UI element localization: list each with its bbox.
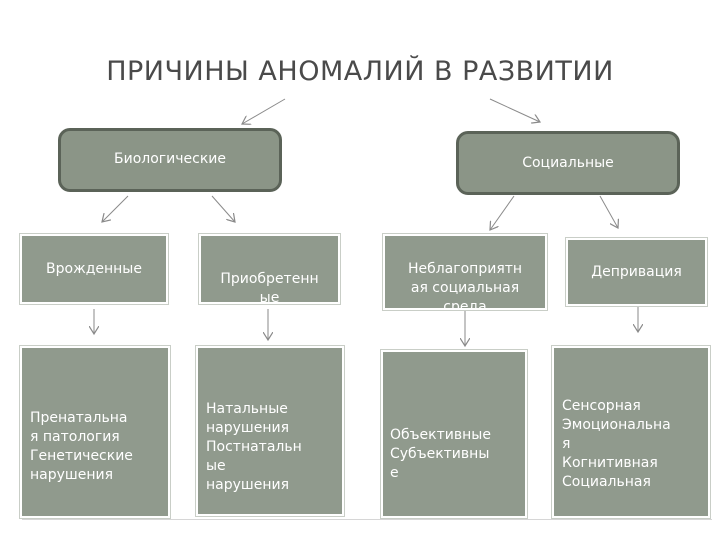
details-congenital: Пренатальна я патология Генетические нар… — [19, 345, 171, 519]
type-acquired: Приобретенн ые — [198, 233, 341, 306]
details-acquired: Натальные нарушения Постнатальн ые наруш… — [195, 345, 345, 517]
type-congenital: Врожденные — [19, 233, 169, 305]
details-congenital-text: Пренатальна я патология Генетические нар… — [30, 410, 133, 483]
arrow-biological-to-congenital — [102, 195, 129, 222]
details-deprivation-text: Сенсорная Эмоциональна я Когнитивная Соц… — [562, 398, 671, 490]
arrow-social-to-deprivation — [599, 195, 618, 228]
type-congenital-label: Врожденные — [46, 260, 142, 277]
category-social-label: Социальные — [522, 155, 614, 171]
details-acquired-text: Натальные нарушения Постнатальн ые наруш… — [206, 401, 302, 493]
bottom-divider — [22, 519, 712, 520]
arrow-title-to-biological — [242, 98, 286, 124]
arrow-biological-to-acquired — [211, 195, 235, 222]
category-social: Социальные — [456, 131, 680, 195]
category-biological: Биологические — [58, 128, 282, 192]
type-deprivation: Депривация — [565, 237, 708, 307]
page-title: ПРИЧИНЫ АНОМАЛИЙ В РАЗВИТИИ — [106, 56, 614, 87]
type-acquired-label: Приобретенн ые — [220, 271, 319, 306]
arrow-social-to-unfavorable — [490, 195, 515, 230]
details-unfavorable-text: Объективные Субъективны е — [390, 427, 491, 481]
category-biological-label: Биологические — [114, 151, 226, 167]
arrow-title-to-social — [489, 98, 540, 122]
details-deprivation: Сенсорная Эмоциональна я Когнитивная Соц… — [551, 345, 711, 519]
type-unfavorable-environment: Неблагоприятн ая социальная среда — [382, 233, 548, 315]
type-deprivation-label: Депривация — [591, 263, 682, 280]
type-unfavorable-label: Неблагоприятн ая социальная среда — [407, 261, 523, 315]
details-unfavorable: Объективные Субъективны е — [380, 349, 528, 519]
